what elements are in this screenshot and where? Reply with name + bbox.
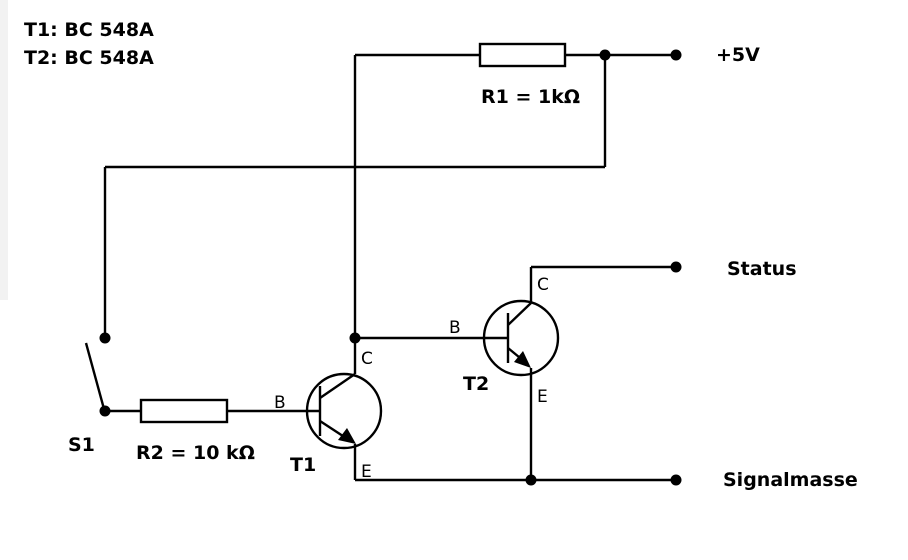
t2-emitter-label: E (537, 387, 548, 407)
t1-name-label: T1 (290, 454, 316, 476)
left-edge-shade (0, 0, 8, 300)
t2-name-label: T2 (463, 373, 489, 395)
resistor-r1 (478, 42, 567, 68)
t2-base-label: B (449, 318, 461, 338)
t1-type-label: T1: BC 548A (24, 19, 154, 41)
ground-rail (355, 474, 682, 486)
transistor-t2 (482, 261, 682, 480)
resistor-r2 (139, 398, 229, 424)
supply-rail (355, 49, 682, 61)
junction-ground (525, 474, 537, 486)
ground-terminal (670, 474, 682, 486)
switch-label: S1 (68, 434, 95, 456)
t1-base-label: B (274, 393, 286, 413)
transistor-t1 (305, 338, 383, 480)
status-label: Status (727, 258, 797, 280)
resistor-r2-label: R2 = 10 kΩ (136, 442, 255, 464)
supply-terminal (670, 49, 682, 61)
t1-emitter-arrow (338, 428, 356, 444)
t2-emitter-arrow (514, 351, 531, 368)
t1-emitter-label: E (361, 462, 372, 482)
t1-collector-label: C (361, 349, 373, 369)
switch-top-contact (99, 332, 111, 344)
t2-type-label: T2: BC 548A (24, 47, 154, 69)
status-terminal (670, 261, 682, 273)
supply-label: +5V (716, 44, 760, 66)
ground-label: Signalmasse (723, 469, 858, 491)
switch-s1 (84, 342, 111, 417)
t2-collector-label: C (537, 275, 549, 295)
resistor-r1-label: R1 = 1kΩ (481, 86, 580, 108)
